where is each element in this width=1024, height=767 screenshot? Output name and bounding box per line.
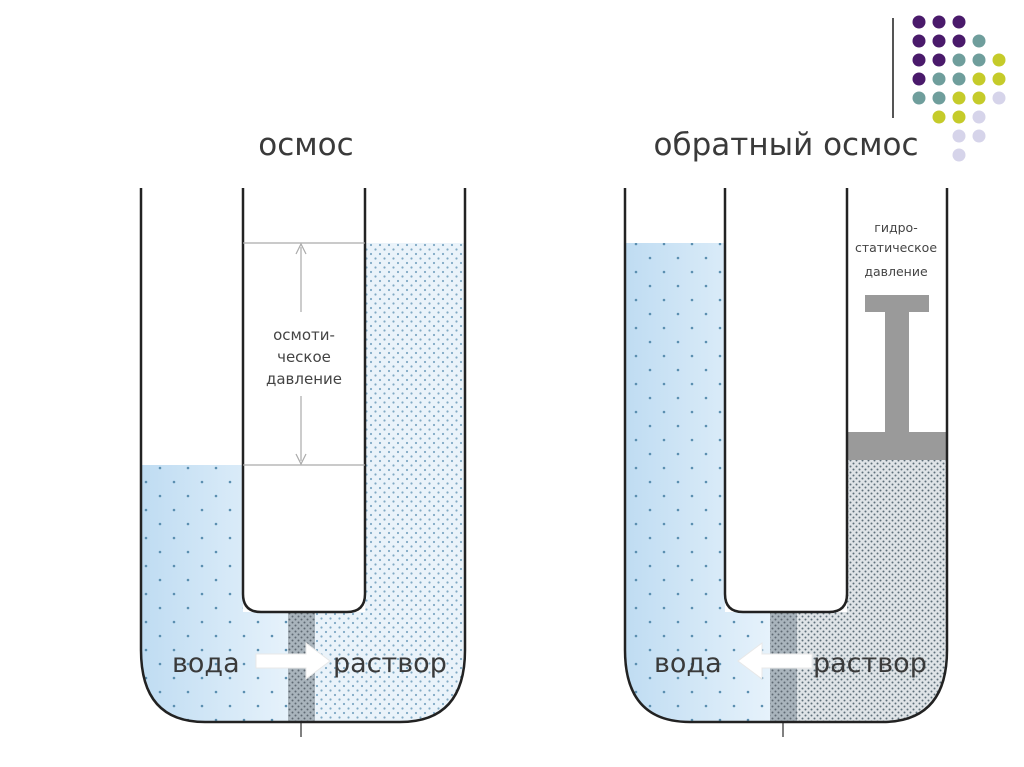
decoration-dot-grid	[912, 15, 1006, 162]
decoration-dot	[992, 72, 1006, 86]
solution-dots-right	[797, 460, 947, 722]
decoration-dot	[952, 34, 966, 48]
u-tube-outer-right	[623, 188, 949, 724]
hydrostatic-pressure-label-line3: давление	[864, 264, 928, 279]
decoration-dot	[972, 129, 986, 143]
decoration-dot	[932, 72, 946, 86]
water-dots-left	[141, 465, 288, 722]
hydrostatic-pressure-label-line1: гидро-	[874, 220, 917, 235]
decoration-dot	[912, 91, 926, 105]
osmosis-panel: осмос осмоти- ческое давление вода раств…	[139, 127, 467, 737]
decoration-dot	[972, 53, 986, 67]
decoration-dot	[932, 15, 946, 29]
decoration-dot	[932, 34, 946, 48]
solution-dots-left	[315, 243, 465, 722]
water-label-left: вода	[172, 648, 240, 679]
flow-arrow-right	[255, 642, 331, 680]
piston-rod	[885, 312, 909, 432]
osmotic-pressure-label-line1: осмоти-	[273, 326, 335, 344]
decoration-dot	[932, 110, 946, 124]
decoration-dot	[932, 91, 946, 105]
osmotic-pressure-label-line2: ческое	[277, 348, 331, 366]
decoration-dot	[952, 91, 966, 105]
decoration-dot	[952, 15, 966, 29]
u-tube-outer-left	[139, 188, 467, 724]
decoration-dot	[972, 91, 986, 105]
osmosis-title: осмос	[258, 127, 353, 163]
flow-arrow-left	[737, 642, 813, 680]
decoration-dot	[912, 53, 926, 67]
decoration-dot	[952, 148, 966, 162]
decoration-dot	[912, 72, 926, 86]
piston-plate	[847, 432, 947, 460]
decoration-dot	[952, 129, 966, 143]
water-label-right: вода	[654, 648, 722, 679]
reverse-osmosis-title: обратный осмос	[654, 127, 919, 163]
solution-label-right: раствор	[813, 648, 927, 679]
decoration-dot	[992, 91, 1006, 105]
decoration-dot	[912, 15, 926, 29]
solution-label-left: раствор	[333, 648, 447, 679]
decoration-dot	[972, 110, 986, 124]
decoration-dot	[952, 53, 966, 67]
decoration-dot	[932, 53, 946, 67]
decoration-dot	[972, 34, 986, 48]
pressure-arrowhead-up	[295, 242, 307, 255]
pressure-arrowhead-down	[295, 453, 307, 466]
u-tube-inner-right	[723, 188, 849, 614]
piston-handle	[865, 295, 929, 312]
reverse-osmosis-panel: обратный осмос гидро- статическое давлен…	[623, 127, 949, 737]
u-tube-inner-left	[241, 188, 367, 614]
corner-decoration	[892, 15, 1006, 162]
decoration-dot	[972, 72, 986, 86]
osmotic-pressure-label-line3: давление	[266, 370, 342, 388]
decoration-dot	[952, 110, 966, 124]
decoration-dot	[912, 34, 926, 48]
water-dots-right	[625, 243, 770, 722]
decoration-dot	[992, 53, 1006, 67]
decoration-dot	[952, 72, 966, 86]
hydrostatic-pressure-label-line2: статическое	[855, 240, 937, 255]
